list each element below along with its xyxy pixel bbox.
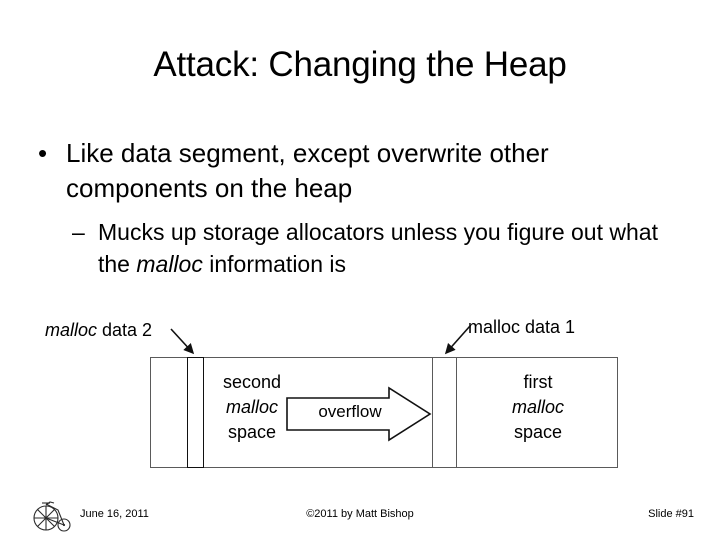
annotation-arrow-left-icon — [170, 328, 195, 355]
cell-malloc-header-2 — [187, 357, 204, 468]
penny-farthing-bicycle-icon — [33, 501, 71, 532]
annotation-plain-part: data 2 — [97, 320, 153, 340]
sub-bullet-text-after: information is — [202, 251, 347, 277]
cell-line-3: space — [513, 422, 563, 442]
footer-copyright: ©2011 by Matt Bishop — [306, 508, 414, 520]
cell-line-3: space — [227, 422, 277, 442]
sub-bullet-marker: – — [72, 219, 85, 245]
footer-slide-number: Slide #91 — [648, 508, 694, 520]
bullet-item-1: • Like data segment, except overwrite ot… — [36, 136, 676, 206]
overflow-arrow-icon — [286, 386, 432, 442]
cell-divider-3 — [432, 357, 433, 468]
bullet-item-2: – Mucks up storage allocators unless you… — [72, 216, 692, 280]
annotation-label-malloc-data-2: malloc data 2 — [45, 319, 152, 341]
cell-line-1: first — [523, 372, 553, 392]
annotation-plain-part: malloc data 1 — [468, 317, 576, 337]
sub-bullet-text-before: Mucks up storage allocators unless you f… — [98, 219, 658, 277]
bullet-marker: • — [38, 138, 48, 168]
cell-first-malloc-space: first malloc space — [462, 370, 614, 445]
sub-bullet-text-malloc: malloc — [136, 251, 203, 277]
annotation-arrow-right-icon — [444, 325, 471, 355]
cell-line-2: malloc — [511, 397, 564, 417]
annotation-italic-part: malloc — [45, 320, 98, 340]
annotation-label-malloc-data-1: malloc data 1 — [468, 316, 575, 338]
bullet-text: Like data segment, except overwrite othe… — [66, 138, 549, 203]
cell-line-1: second — [222, 372, 282, 392]
cell-divider-4 — [456, 357, 457, 468]
footer-date: June 16, 2011 — [80, 508, 149, 520]
overflow-arrow-label: overflow — [318, 402, 382, 421]
cell-second-malloc-space: second malloc space — [206, 370, 298, 445]
cell-line-2: malloc — [225, 397, 278, 417]
page-title: Attack: Changing the Heap — [153, 45, 567, 84]
sub-bullet-text: Mucks up storage allocators unless you f… — [98, 216, 692, 280]
